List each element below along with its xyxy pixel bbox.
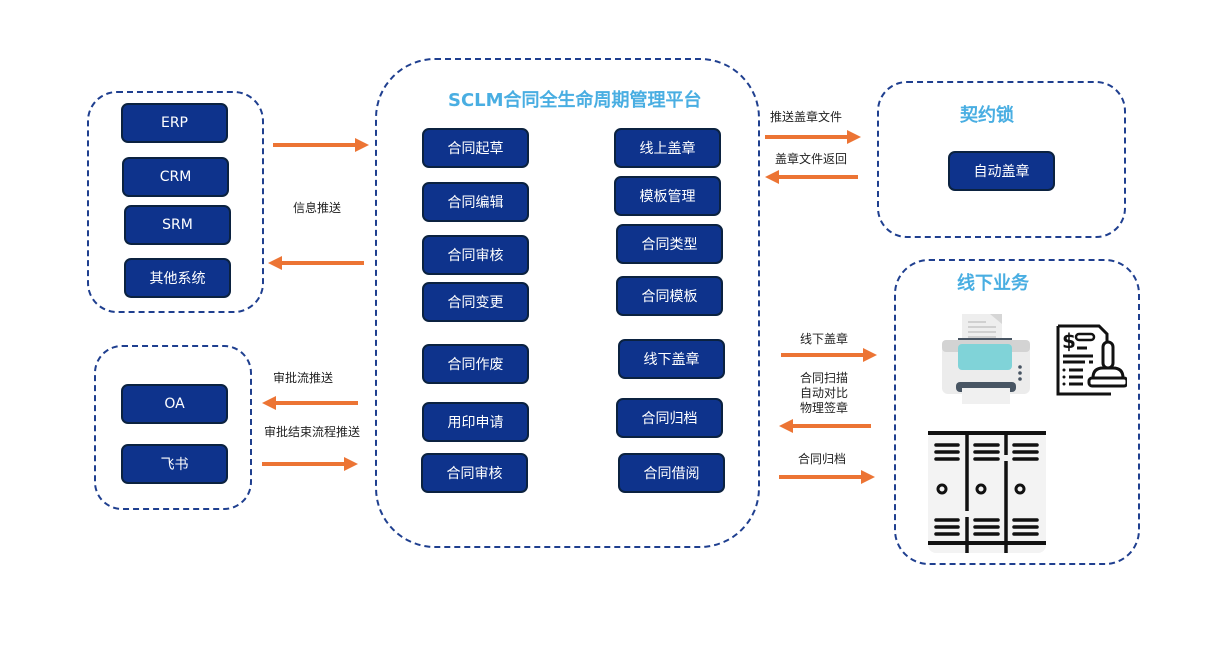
sclm-platform-group xyxy=(375,58,760,548)
platform-right-item[interactable]: 合同借阅 xyxy=(618,453,725,493)
auto-seal-node[interactable]: 自动盖章 xyxy=(948,151,1055,191)
platform-right-item[interactable]: 合同类型 xyxy=(616,224,723,264)
offline-seal-label: 线下盖章 xyxy=(800,332,849,346)
scan-compare-line: 物理签章 xyxy=(799,401,848,415)
svg-text:$: $ xyxy=(1062,329,1076,353)
arrow-offline-to-platform xyxy=(779,419,871,433)
contract-stamp-icon: $ xyxy=(1055,322,1127,398)
approval-systems-group xyxy=(94,345,252,510)
platform-left-item[interactable]: 合同变更 xyxy=(422,282,529,322)
seal-lock-group xyxy=(877,81,1126,238)
approval-push-label: 审批流推送 xyxy=(273,371,334,385)
platform-right-item[interactable]: 线下盖章 xyxy=(618,339,725,379)
platform-title: SCLM合同全生命周期管理平台 xyxy=(448,90,702,111)
push-seal-file-label: 推送盖章文件 xyxy=(770,110,843,124)
platform-left-item[interactable]: 用印申请 xyxy=(422,402,529,442)
platform-left-item[interactable]: 合同审核 xyxy=(422,235,529,275)
arrow-platform-to-approval xyxy=(262,396,358,410)
platform-right-item[interactable]: 线上盖章 xyxy=(614,128,721,168)
seal-lock-title: 契约锁 xyxy=(960,105,1014,126)
file-cabinet-icon xyxy=(928,431,1046,553)
platform-left-item[interactable]: 合同起草 xyxy=(422,128,529,168)
scan-compare-line: 自动对比 xyxy=(799,386,848,400)
seal-file-return-label: 盖章文件返回 xyxy=(775,152,848,166)
approval-end-push-label: 审批结束流程推送 xyxy=(264,425,361,439)
arrow-platform-to-seal-lock xyxy=(765,130,861,144)
other-systems-node[interactable]: 其他系统 xyxy=(124,258,231,298)
info-push-label: 信息推送 xyxy=(293,201,342,215)
offline-business-title: 线下业务 xyxy=(957,273,1029,294)
feishu-node[interactable]: 飞书 xyxy=(121,444,228,484)
crm-node[interactable]: CRM xyxy=(122,157,229,197)
arrow-approval-to-platform xyxy=(262,457,358,471)
platform-right-item[interactable]: 合同模板 xyxy=(616,276,723,316)
platform-left-item[interactable]: 合同作废 xyxy=(422,344,529,384)
external-systems-group xyxy=(87,91,264,313)
platform-left-item[interactable]: 合同编辑 xyxy=(422,182,529,222)
erp-node[interactable]: ERP xyxy=(121,103,228,143)
platform-left-item[interactable]: 合同审核 xyxy=(421,453,528,493)
srm-node[interactable]: SRM xyxy=(124,205,231,245)
platform-right-item[interactable]: 合同归档 xyxy=(616,398,723,438)
platform-right-item[interactable]: 模板管理 xyxy=(614,176,721,216)
scan-compare-label: 合同扫描 自动对比 物理签章 xyxy=(796,371,852,416)
arrow-platform-to-archive xyxy=(779,470,875,484)
arrow-platform-to-offline-seal xyxy=(781,348,877,362)
arrow-external-to-platform xyxy=(273,138,369,152)
offline-business-group xyxy=(894,259,1140,565)
oa-node[interactable]: OA xyxy=(121,384,228,424)
archive-label: 合同归档 xyxy=(798,452,847,466)
scan-compare-line: 合同扫描 xyxy=(799,371,848,385)
arrow-platform-to-external xyxy=(268,256,364,270)
arrow-seal-lock-to-platform xyxy=(765,170,858,184)
printer-icon xyxy=(942,314,1030,404)
